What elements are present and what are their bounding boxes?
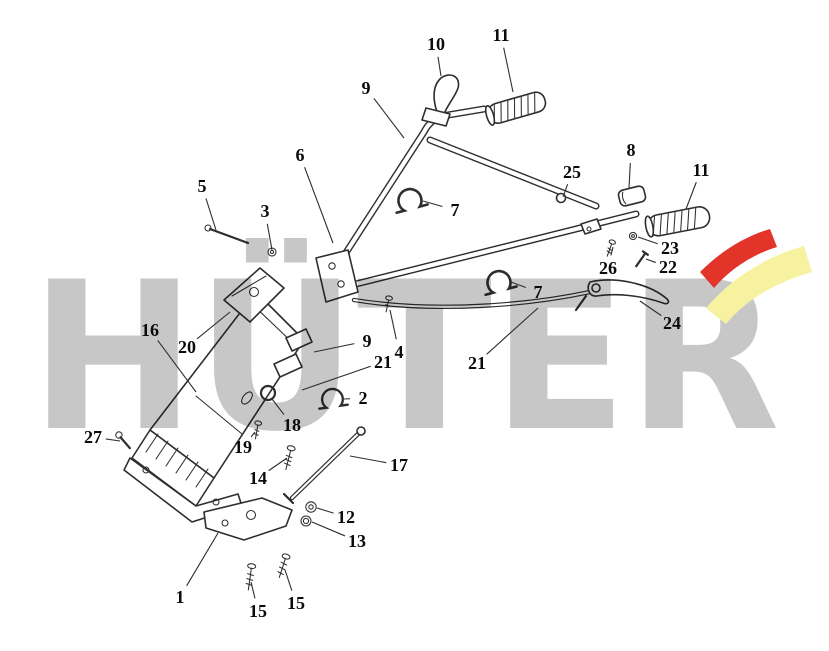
- part-number-9: 9: [362, 331, 372, 351]
- leader-line-1: [186, 532, 219, 587]
- part-number-17: 17: [390, 455, 408, 475]
- leader-line-23: [637, 236, 658, 245]
- leader-line-7: [422, 200, 443, 208]
- part-number-18: 18: [283, 415, 301, 435]
- omega-clamps: [315, 184, 518, 410]
- end-cap: [617, 185, 647, 207]
- logo-yellow-swoosh: [706, 246, 812, 324]
- part-number-14: 14: [249, 468, 267, 488]
- tension-rod: [282, 426, 366, 505]
- clutch-rod: [351, 289, 593, 309]
- leader-line-18: [271, 398, 285, 416]
- part-number-26: 26: [599, 258, 617, 278]
- leader-line-11: [685, 181, 697, 210]
- leader-line-7: [510, 281, 527, 289]
- leader-line-15: [284, 569, 293, 591]
- pin-5: [208, 227, 250, 245]
- part-number-24: 24: [663, 313, 681, 333]
- leader-line-4: [389, 309, 397, 340]
- logo-red-swoosh: [700, 229, 777, 288]
- part-number-12: 12: [337, 507, 355, 527]
- tube-clamp: [555, 192, 567, 204]
- part-number-5: 5: [197, 176, 207, 196]
- column-tab-upper: [285, 328, 313, 352]
- part-number-15: 15: [249, 601, 267, 621]
- column-ribbed-foot: [131, 429, 215, 507]
- part-number-15: 15: [287, 593, 305, 613]
- bottom-bracket: [203, 497, 293, 541]
- part-number-6: 6: [295, 145, 305, 165]
- clutch-lever: [574, 218, 670, 312]
- part-number-7: 7: [533, 282, 543, 302]
- part-number-4: 4: [394, 342, 404, 362]
- leader-line-6: [304, 166, 334, 244]
- foot-plate: [123, 457, 243, 523]
- leader-line-11: [503, 47, 514, 93]
- leader-line-10: [437, 56, 442, 77]
- leader-line-21: [486, 307, 539, 355]
- part-number-21: 21: [374, 352, 392, 372]
- leader-line-9: [313, 343, 355, 353]
- part-number-21: 21: [468, 353, 486, 373]
- part-number-2: 2: [358, 388, 368, 408]
- leader-line-17: [349, 455, 387, 464]
- upper-bracket: [223, 267, 285, 323]
- part-number-11: 11: [692, 160, 710, 180]
- leader-line-22: [645, 258, 656, 264]
- leader-line-20: [196, 311, 231, 340]
- part-number-25: 25: [563, 162, 581, 182]
- left-grip: [484, 91, 547, 126]
- leader-line-21: [301, 365, 371, 391]
- leader-line-24: [639, 300, 662, 317]
- part-number-11: 11: [492, 25, 510, 45]
- part-number-9: 9: [361, 78, 371, 98]
- part-number-7: 7: [450, 200, 460, 220]
- right-grip: [644, 206, 711, 238]
- column-body: [149, 291, 313, 479]
- column-tab-lower: [273, 353, 303, 378]
- part-number-16: 16: [141, 320, 159, 340]
- part-number-22: 22: [659, 257, 677, 277]
- part-number-20: 20: [178, 337, 196, 357]
- part-number-8: 8: [626, 140, 636, 160]
- leader-line-8: [628, 162, 631, 189]
- part-number-23: 23: [661, 238, 679, 258]
- part-number-19: 19: [234, 437, 252, 457]
- leader-line-26: [610, 246, 614, 256]
- leader-line-15: [250, 581, 256, 599]
- leader-line-5: [205, 198, 217, 231]
- handlebar-tubes: [332, 105, 640, 290]
- leader-line-27: [105, 438, 121, 442]
- throttle-lever: [421, 74, 460, 127]
- leader-line-9: [373, 98, 405, 139]
- part-number-13: 13: [348, 531, 366, 551]
- part-number-3: 3: [260, 201, 270, 221]
- leader-line-14: [268, 457, 288, 472]
- mount-plate: [315, 249, 359, 303]
- leader-line-25: [562, 184, 569, 198]
- part-number-1: 1: [175, 587, 185, 607]
- part-number-10: 10: [427, 34, 445, 54]
- leader-line-12: [316, 507, 334, 514]
- part-number-27: 27: [84, 427, 102, 447]
- leader-line-3: [266, 223, 273, 251]
